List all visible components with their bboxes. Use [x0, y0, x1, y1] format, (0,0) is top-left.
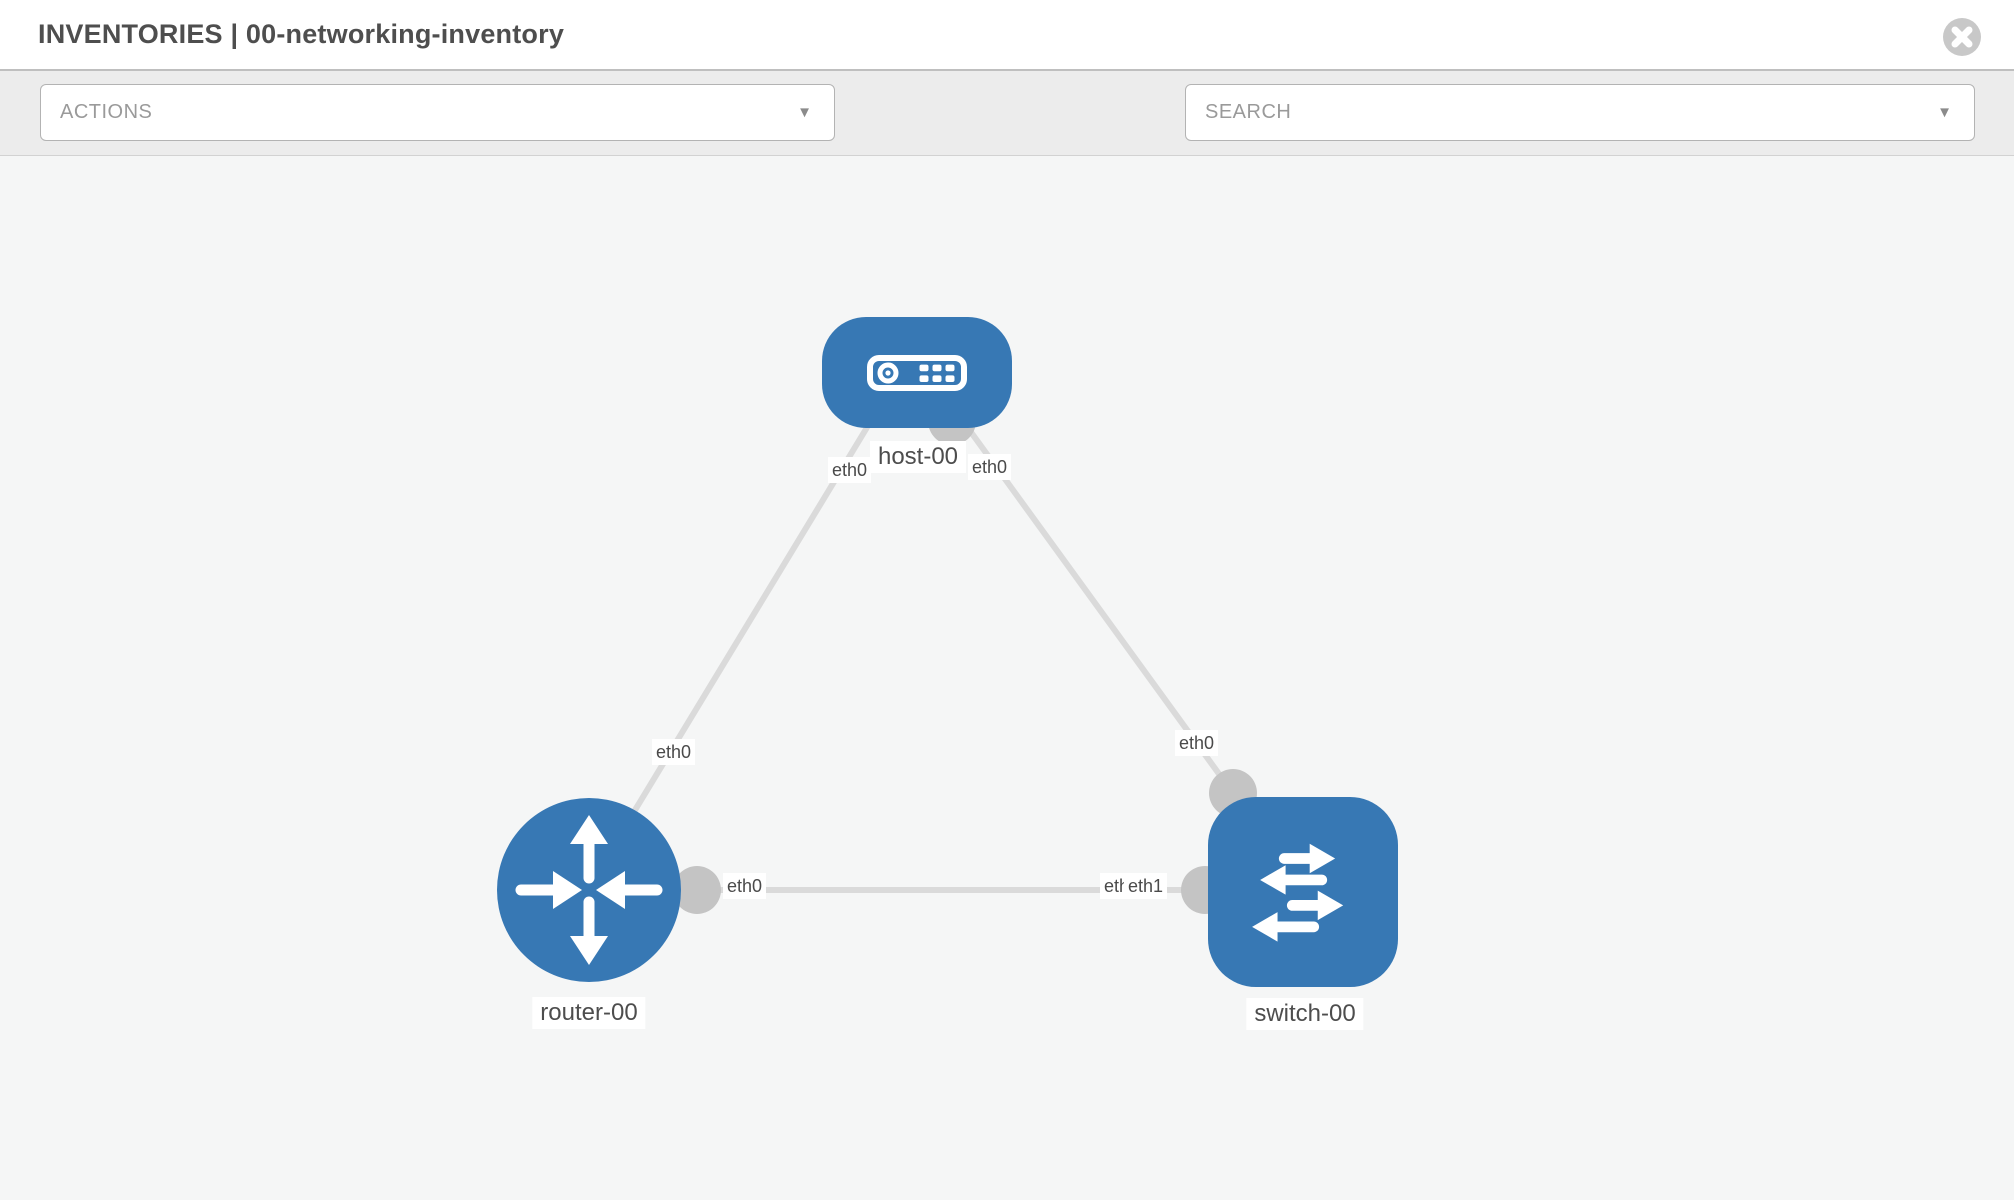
port-router-right [673, 866, 721, 914]
node-label-host: host-00 [869, 441, 967, 473]
close-button[interactable] [1942, 17, 1982, 57]
actions-dropdown-label: ACTIONS [60, 101, 153, 123]
page-title: INVENTORIES | 00-networking-inventory [38, 19, 565, 49]
interface-label: eth0 [652, 739, 696, 765]
topology-links-layer [586, 397, 1257, 914]
node-label-router: router-00 [532, 997, 646, 1029]
router-icon [515, 815, 663, 965]
interface-label: eth0 [828, 457, 872, 483]
chevron-down-icon: ▼ [797, 104, 812, 121]
host-icon [867, 354, 967, 391]
search-placeholder: SEARCH [1205, 101, 1292, 123]
link-host-router[interactable] [586, 404, 883, 888]
close-icon [1943, 18, 1981, 56]
interface-label: eth0 [723, 873, 767, 899]
node-host-00[interactable] [822, 317, 1012, 428]
switch-icon [1252, 843, 1344, 942]
chevron-down-icon: ▼ [1937, 104, 1952, 121]
actions-dropdown[interactable]: ACTIONS ▼ [40, 84, 835, 141]
interface-label: eth1 [1124, 873, 1168, 899]
node-label-switch: switch-00 [1246, 998, 1364, 1030]
interface-label: eth0 [968, 454, 1012, 480]
topology-toolbar: ACTIONS ▼ SEARCH ▼ [0, 71, 2014, 206]
interface-label: eth0 [1175, 730, 1219, 756]
search-dropdown[interactable]: SEARCH ▼ [1185, 84, 1975, 141]
node-router-00[interactable] [497, 798, 681, 982]
node-switch-00[interactable] [1208, 797, 1398, 987]
panel-header: INVENTORIES | 00-networking-inventory [0, 0, 2014, 71]
topology-canvas[interactable]: host-00 router-00 switch-00 eth0 eth0 et… [0, 156, 2014, 1200]
